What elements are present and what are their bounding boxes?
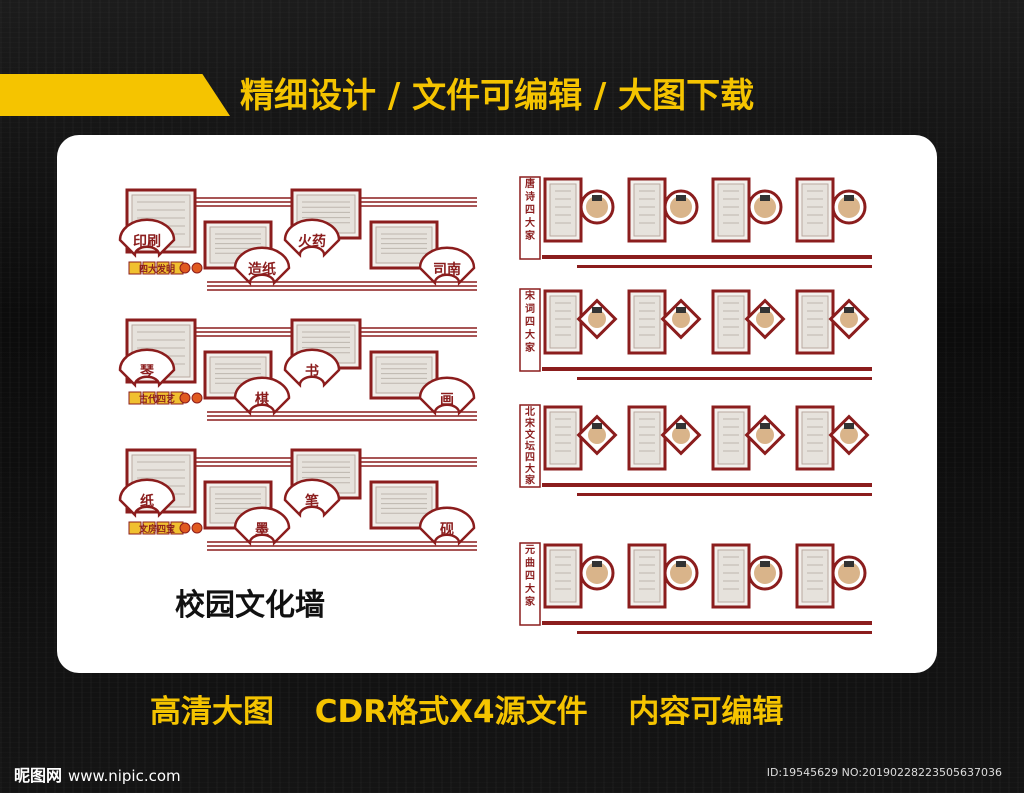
wall-title: 校园文化墙 [175, 588, 325, 623]
fan-shape [118, 478, 176, 518]
footer-badge [156, 261, 170, 275]
fan-label: 司南 [433, 261, 461, 278]
vertical-title: 宋词四大家 [524, 289, 536, 354]
fan-shape [418, 506, 476, 546]
vertical-title-bar [519, 542, 541, 626]
vertical-title-bar [519, 176, 541, 260]
fan-label: 火药 [298, 233, 326, 250]
vertical-title: 元曲四大家 [525, 544, 536, 608]
fan-shape [283, 478, 341, 518]
fan-shape [283, 348, 341, 388]
footer-badge [156, 521, 170, 535]
fan-label: 书 [305, 363, 319, 380]
logo-site: www.nipic.com [68, 767, 181, 785]
left-wall: 纸墨 笔砚 文房四宝 [118, 448, 477, 551]
footer-badge [156, 391, 170, 405]
logo-text: 昵图网 [14, 766, 63, 785]
fan-shape [118, 218, 176, 258]
right-wall: 元曲四大家 [519, 542, 872, 634]
left-wall: 琴棋 书画 古代四艺 [118, 318, 477, 421]
fan-shape [418, 246, 476, 286]
vertical-title: 北宋文坛四大家 [524, 405, 536, 487]
vertical-title-bar [519, 404, 541, 488]
wall-footer: 文房四宝 [138, 523, 175, 535]
feature-cdr: CDR格式X4源文件 [314, 694, 588, 730]
preview-panel: 印刷造纸 火药司南 四大发明琴棋 书画 古代四艺纸墨 笔砚 文房四宝 唐诗四大家宋词四大家北宋… [57, 135, 937, 673]
fan-label: 棋 [255, 391, 269, 408]
fan-label: 墨 [255, 522, 269, 538]
fan-shape [283, 218, 341, 258]
footer-badge [128, 261, 142, 275]
wall-footer: 四大发明 [139, 263, 175, 275]
wall-footer: 古代四艺 [139, 393, 175, 405]
right-wall: 宋词四大家 [519, 288, 872, 380]
vertical-title-bar [519, 288, 541, 372]
fan-shape [418, 376, 476, 416]
fan-label: 画 [440, 392, 454, 408]
nipic-logo: 昵图网 www.nipic.com [14, 762, 181, 786]
fan-shape [118, 348, 176, 388]
right-wall: 唐诗四大家 [519, 176, 872, 268]
fan-label: 砚 [440, 522, 454, 538]
footer-badge [142, 521, 156, 535]
right-wall: 北宋文坛四大家 [519, 404, 872, 496]
fan-shape [233, 246, 291, 286]
fan-label: 印刷 [133, 233, 161, 250]
feature-hd: 高清大图 [150, 694, 274, 730]
fan-label: 纸 [140, 493, 154, 510]
fan-label: 琴 [140, 364, 155, 380]
footer-badge [128, 391, 142, 405]
feature-line: 高清大图 CDR格式X4源文件 内容可编辑 [150, 690, 910, 734]
headline: 精细设计 / 文件可编辑 / 大图下载 [240, 76, 755, 116]
fan-label: 造纸 [248, 261, 276, 278]
footer-badge [142, 391, 156, 405]
fan-shape [233, 376, 291, 416]
fan-shape [233, 506, 291, 546]
feature-editable: 内容可编辑 [628, 694, 784, 730]
yellow-banner-tab [0, 74, 230, 116]
footer-badge [142, 261, 156, 275]
photo-id: ID:19545629 NO:20190228223505637036 [766, 766, 1002, 779]
footer-badge [128, 521, 142, 535]
fan-label: 笔 [305, 493, 319, 510]
vertical-title: 唐诗四大家 [525, 177, 536, 242]
